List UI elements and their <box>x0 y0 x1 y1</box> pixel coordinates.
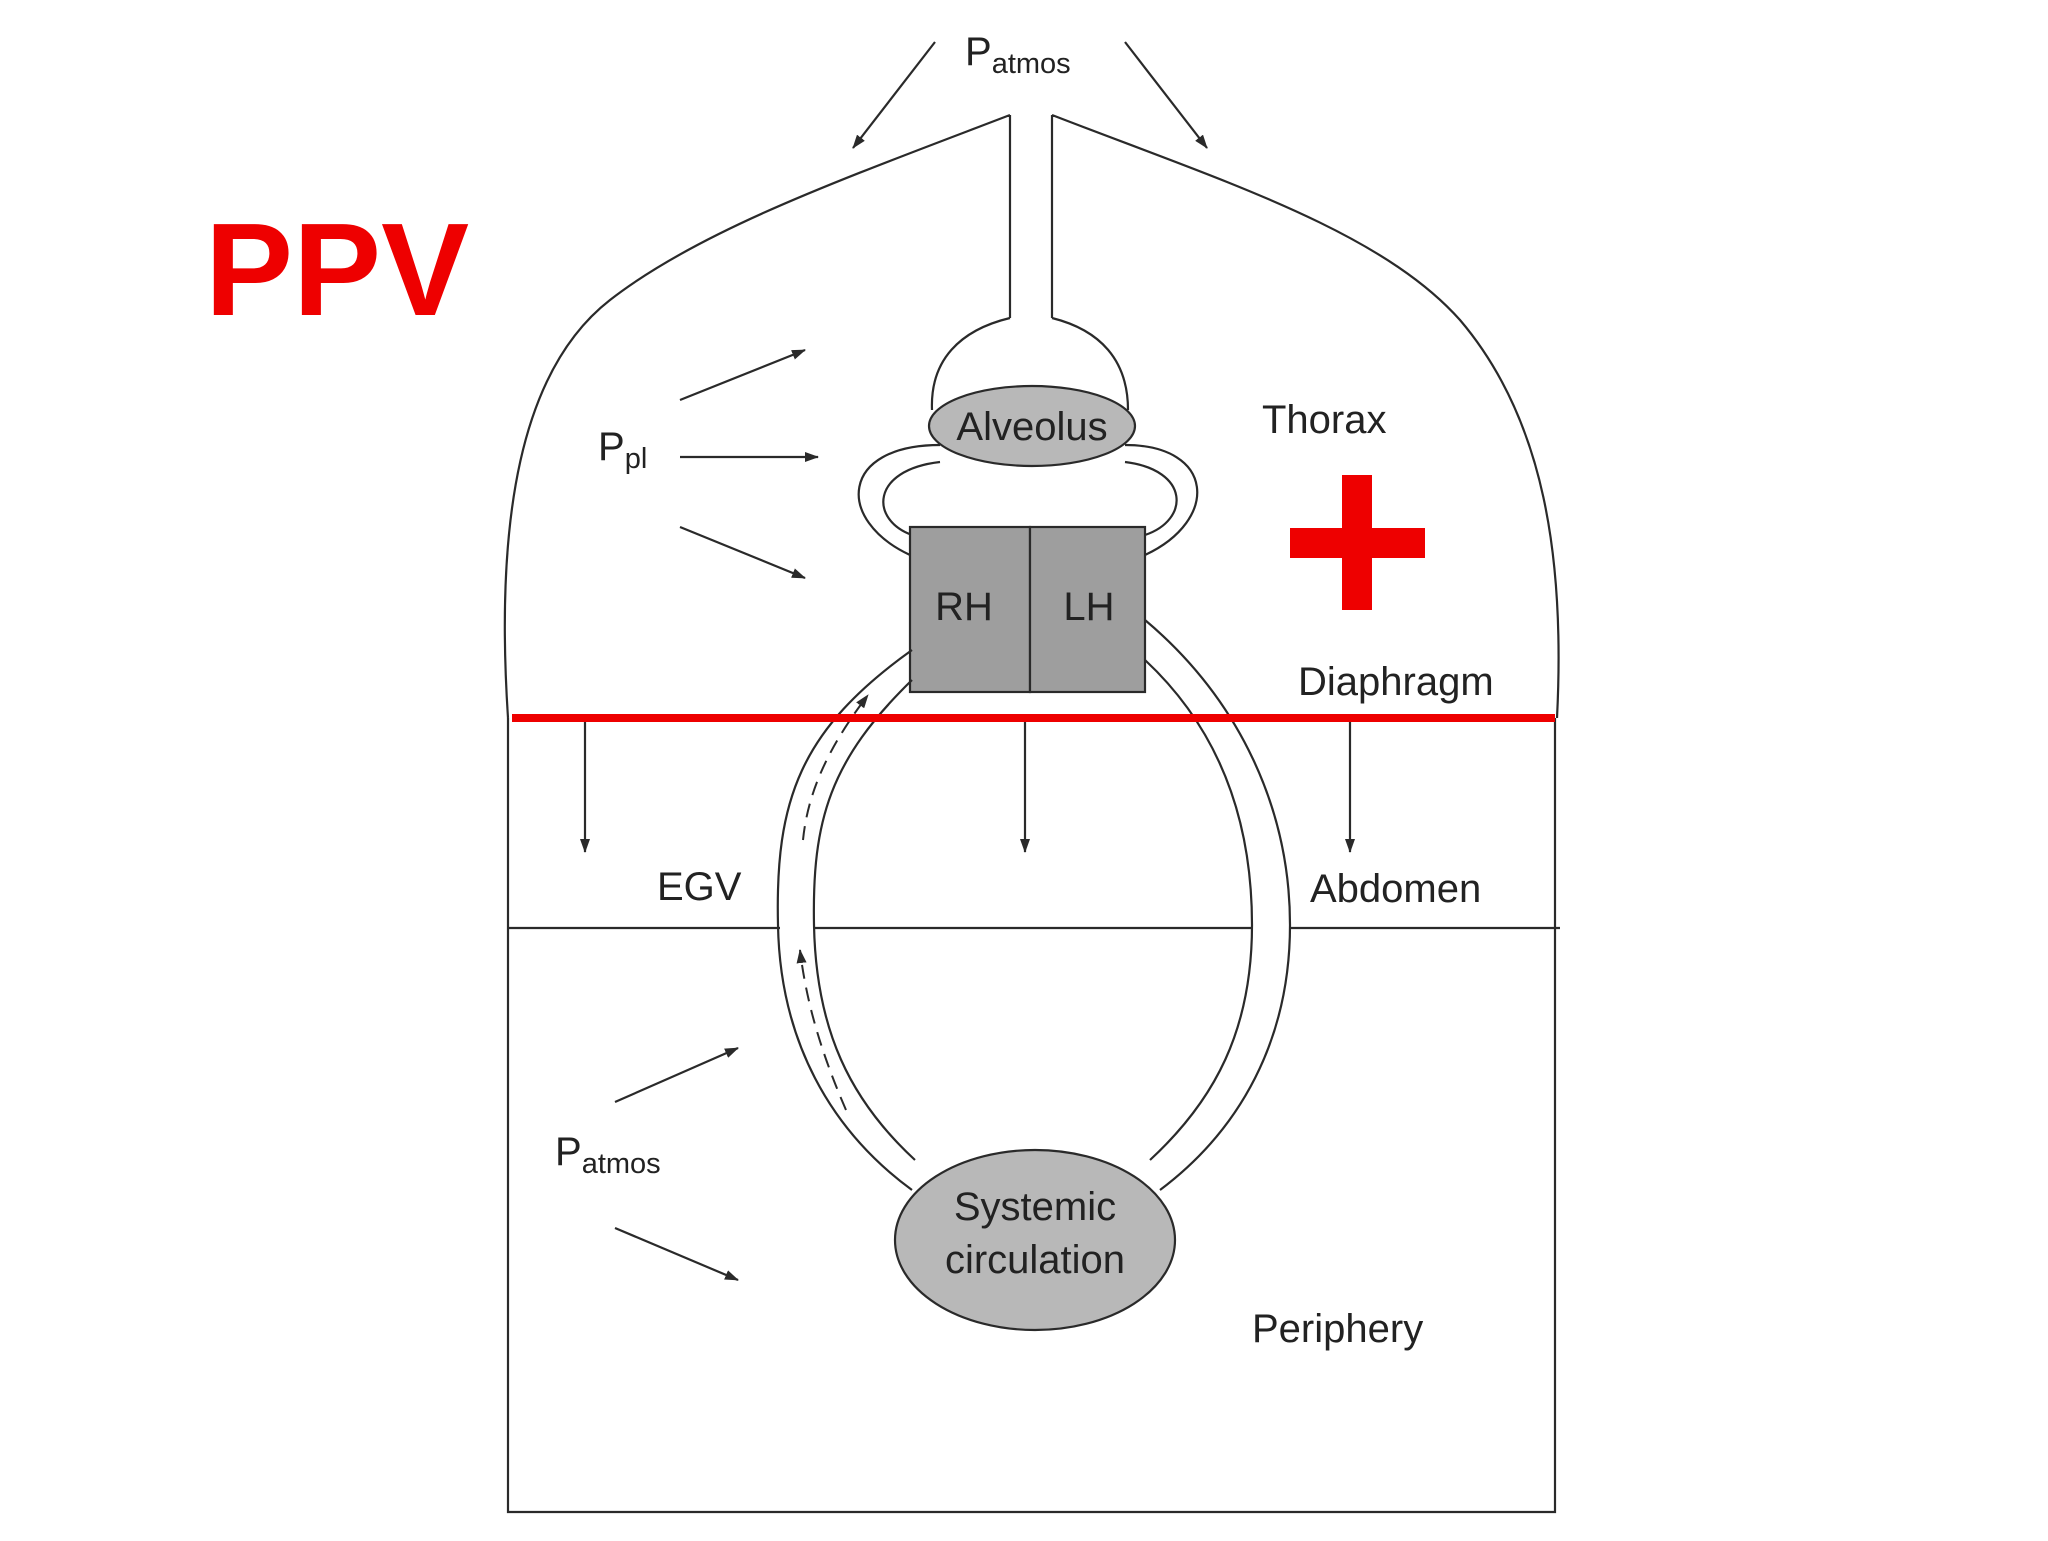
patmos-bottom-label: Patmos <box>555 1130 661 1180</box>
venous-return-outer <box>776 649 913 1191</box>
lh-label: LH <box>1063 585 1114 629</box>
ppl-arrow-lower <box>679 525 806 580</box>
trachea <box>930 316 1130 411</box>
patmos-top-arrow-right <box>1124 41 1208 149</box>
systemic-label-line1: Systemic <box>954 1185 1116 1229</box>
patmos-top-arrow-left <box>852 41 936 149</box>
diaphragm-label: Diaphragm <box>1298 660 1494 704</box>
egv-label: EGV <box>657 865 742 909</box>
periphery-label: Periphery <box>1252 1307 1423 1351</box>
venous-return-inner <box>812 679 916 1161</box>
right-heart-box <box>908 525 1032 694</box>
arterial-inner <box>1144 659 1254 1161</box>
systemic-label-line2: circulation <box>945 1238 1125 1282</box>
thorax-outline <box>503 113 1560 719</box>
pulmonary-loop-inner <box>882 460 1178 537</box>
patmos-bottom-arrow-lower <box>614 1226 739 1282</box>
ppl-arrow-upper <box>679 348 806 402</box>
abdomen-label: Abdomen <box>1310 867 1481 911</box>
patmos-bottom-arrow-upper <box>614 1046 739 1104</box>
systemic-circulation-node <box>893 1148 1177 1332</box>
pulmonary-loop-outer <box>857 443 1199 556</box>
page-title: PPV <box>205 196 469 343</box>
alveolus-node <box>927 384 1137 468</box>
abdomen-periphery-box <box>506 718 1557 1514</box>
arterial-outer <box>1144 619 1292 1191</box>
left-heart-box <box>1028 525 1147 694</box>
venous-flow-arrow-upper <box>802 694 869 841</box>
plus-icon <box>1290 475 1425 610</box>
patmos-top-label: Patmos <box>965 30 1071 80</box>
alveolus-label: Alveolus <box>956 405 1107 449</box>
venous-flow-arrow-lower <box>796 949 847 1111</box>
rh-label: RH <box>935 585 993 629</box>
thorax-label: Thorax <box>1262 398 1387 442</box>
ppl-label: Ppl <box>598 425 647 475</box>
